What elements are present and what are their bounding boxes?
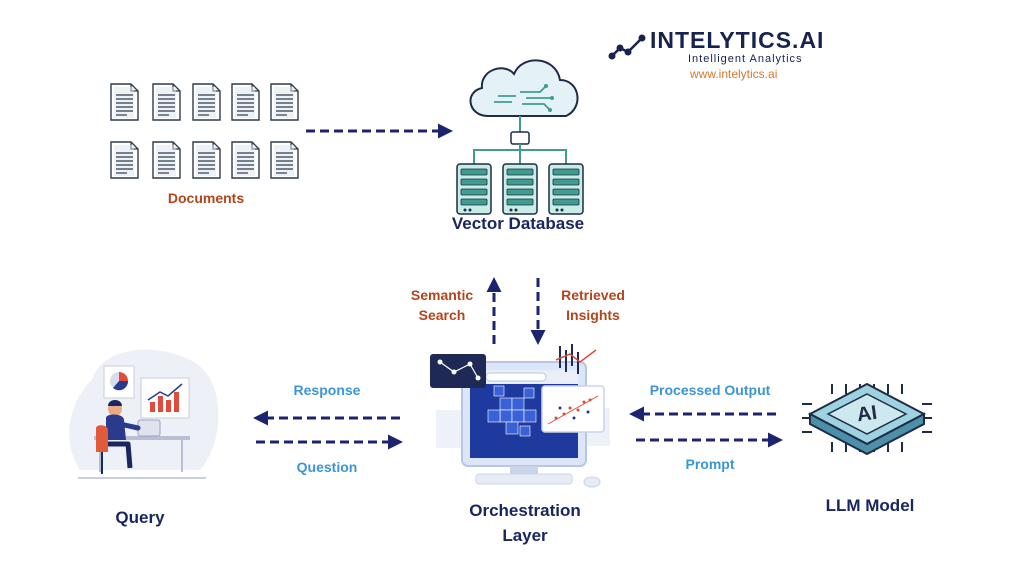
ai-chip-icon [802,382,932,456]
response-label: Response [293,382,361,398]
orchestration-label-line1: Orchestration [469,501,581,520]
prompt-label: Prompt [685,456,735,472]
query-label: Query [115,508,165,527]
computer-monitor-icon [430,344,610,488]
llm-model-label: LLM Model [825,496,915,515]
retrieved-label-line2: Insights [566,307,620,323]
semantic-label-line2: Search [418,307,466,323]
retrieved-insights-label: Retrieved Insights [543,285,643,325]
semantic-search-label: Semantic Search [392,285,492,325]
vector-database-label: Vector Database [451,214,585,233]
question-label: Question [296,459,358,475]
brand-url: www.intelytics.ai [690,67,778,81]
semantic-label-line1: Semantic [410,287,474,303]
person-at-desk-icon [69,349,219,479]
retrieved-label-line1: Retrieved [561,287,625,303]
brand-name: INTELYTICS.AI [650,27,825,53]
brand-logo-icon [608,34,646,60]
ai-chip-label: AI [856,402,879,427]
brand-tagline: Intelligent Analytics [688,53,803,65]
documents-label: Documents [167,190,245,206]
documents-icon [110,83,299,179]
cloud-database-icon [456,59,584,215]
orchestration-label-line2: Layer [502,526,548,545]
orchestration-layer-label: Orchestration Layer [450,498,600,548]
processed-output-label: Processed Output [649,382,771,398]
